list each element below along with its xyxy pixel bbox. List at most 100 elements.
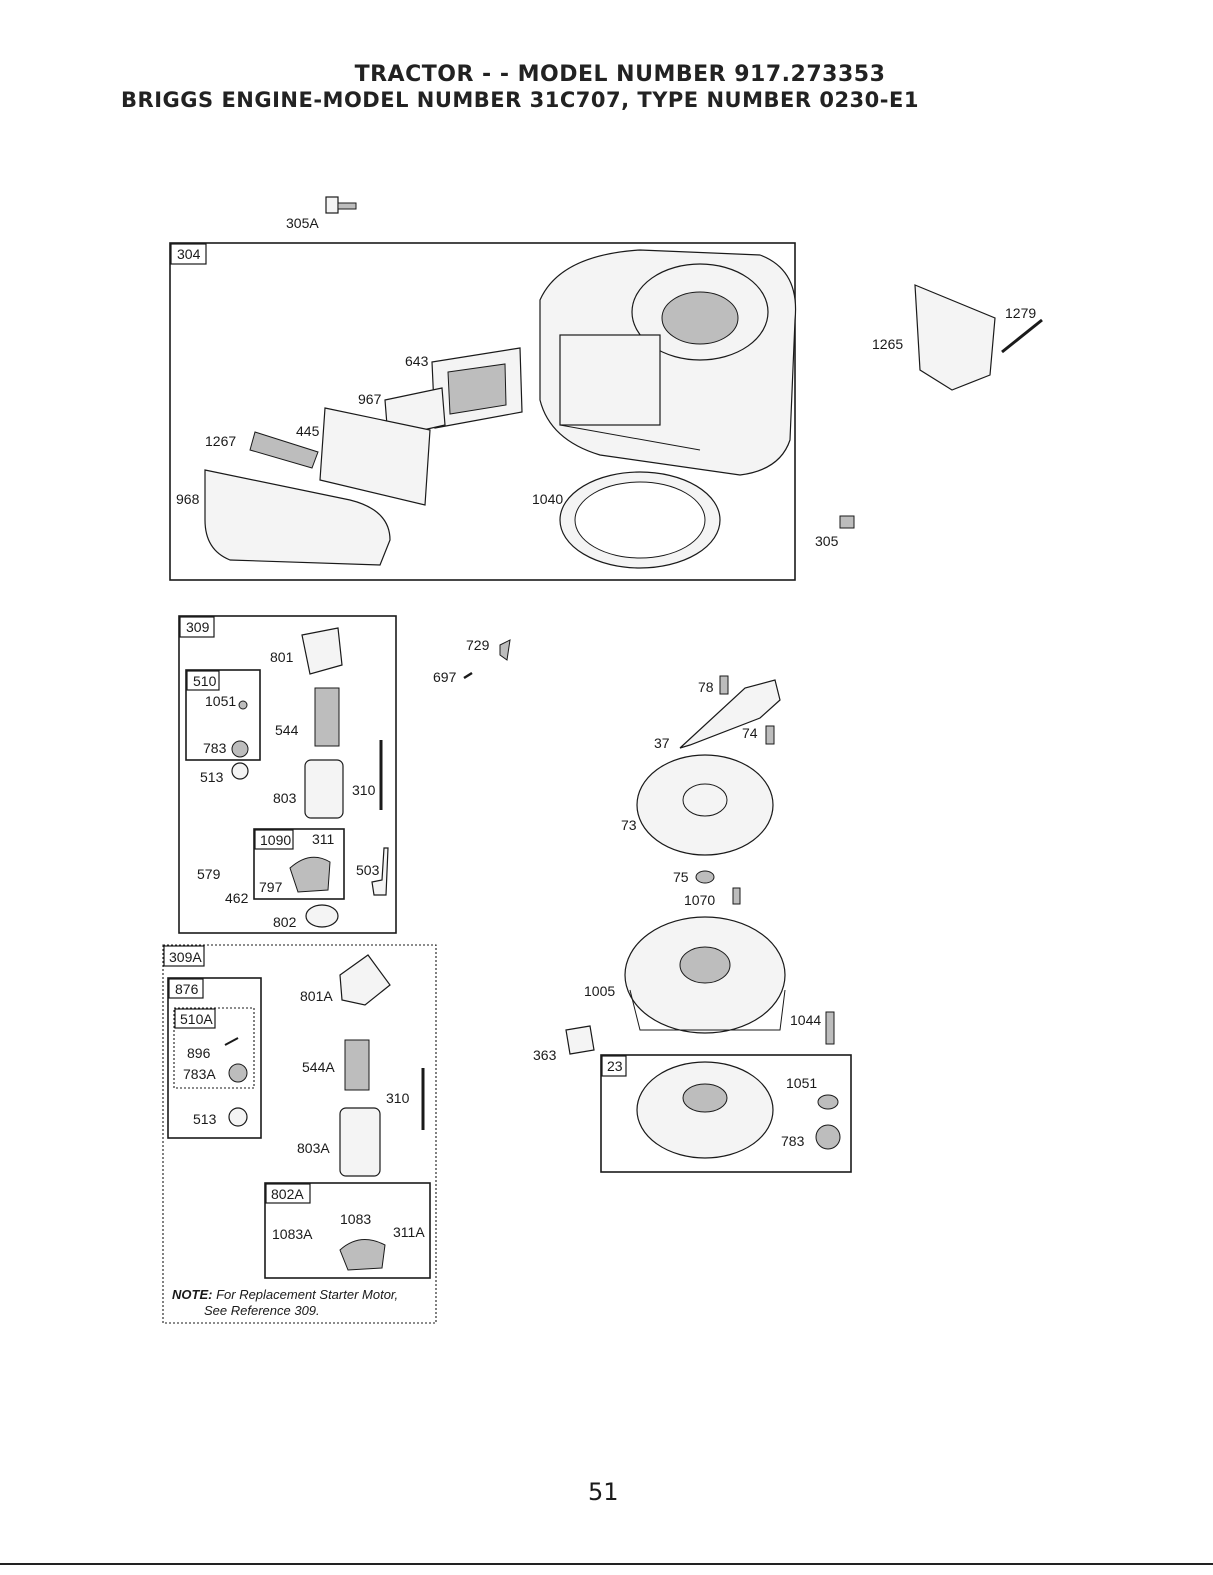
group-box-510a (173, 1007, 255, 1089)
group-label-309: 309 (186, 619, 210, 635)
part-label-75: 75 (673, 869, 689, 885)
bolt-1044-drawing (825, 1011, 835, 1045)
group-box-304 (169, 242, 796, 581)
bolt-1279-drawing (1001, 318, 1043, 354)
group-tag-1090 (254, 829, 294, 850)
group-label-876: 876 (175, 981, 199, 997)
flywheel-ring-gear-drawing (636, 1061, 774, 1159)
part-label-1005: 1005 (584, 983, 615, 999)
part-label-305: 305 (815, 533, 839, 549)
part-label-801: 801 (270, 649, 294, 665)
part-label-579: 579 (197, 866, 221, 882)
part-label-311: 311 (312, 831, 335, 847)
key-729-drawing (499, 639, 511, 661)
part-label-1051-b: 1051 (786, 1075, 817, 1091)
end-cap-801-drawing (301, 627, 343, 675)
part-label-783a: 783A (183, 1066, 216, 1082)
part-label-363: 363 (533, 1047, 557, 1063)
part-label-1051-a: 1051 (205, 693, 236, 709)
end-plate-802-drawing (305, 904, 339, 928)
part-label-697: 697 (433, 669, 457, 685)
note-line2: See Reference 309. (204, 1303, 320, 1318)
part-label-1044: 1044 (790, 1012, 821, 1028)
bracket-363-drawing (565, 1025, 595, 1055)
grille-445-drawing (319, 407, 431, 506)
part-label-513-a: 513 (200, 769, 224, 785)
screen-73-drawing (636, 754, 774, 856)
note-line1: For Replacement Starter Motor, (216, 1287, 399, 1302)
part-label-1083: 1083 (340, 1211, 371, 1227)
part-label-802: 802 (273, 914, 297, 930)
group-tag-309 (179, 616, 215, 638)
brush-plate-797-drawing (289, 856, 331, 893)
part-label-643: 643 (405, 353, 429, 369)
group-label-802a: 802A (271, 1186, 304, 1202)
part-label-74: 74 (742, 725, 758, 741)
cover-968-drawing (204, 469, 391, 566)
bolt-305a-drawing (325, 196, 357, 214)
part-label-783-b: 783 (781, 1133, 805, 1149)
note-label: NOTE: (172, 1287, 213, 1302)
bolt-1070-drawing (732, 887, 741, 905)
ring-1051-drawing (238, 700, 248, 710)
part-label-462: 462 (225, 890, 249, 906)
part-label-967: 967 (358, 391, 382, 407)
ring-1051b-drawing (817, 1094, 839, 1110)
bolt-305-drawing (839, 515, 855, 529)
part-label-729: 729 (466, 637, 490, 653)
group-tag-309a (163, 945, 205, 967)
group-box-802a (264, 1182, 431, 1279)
group-label-510: 510 (193, 673, 217, 689)
part-label-37: 37 (654, 735, 670, 751)
part-label-305a: 305A (286, 215, 319, 231)
part-label-1040: 1040 (532, 491, 563, 507)
armature-544-drawing (314, 687, 340, 747)
group-tag-304 (170, 243, 207, 265)
diagram-title: TRACTOR - - MODEL NUMBER 917.273353 (354, 62, 886, 87)
blower-housing-drawing (539, 249, 797, 476)
pinion-513-drawing (231, 762, 249, 780)
key-697-drawing (463, 671, 473, 680)
group-box-510 (185, 669, 261, 761)
bottom-rule (0, 1563, 1213, 1565)
group-box-876 (167, 977, 262, 1139)
part-label-311a: 311A (393, 1224, 425, 1240)
group-tag-802a (265, 1183, 311, 1204)
gear-783b-drawing (815, 1124, 841, 1150)
group-label-309a: 309A (169, 949, 202, 965)
flywheel-1005-drawing (624, 916, 786, 1034)
bracket-1265-drawing (914, 284, 996, 391)
end-cap-801a-drawing (339, 954, 391, 1006)
replacement-note: NOTE: For Replacement Starter Motor, See… (172, 1287, 398, 1319)
part-label-503: 503 (356, 862, 380, 878)
group-tag-876 (168, 978, 204, 999)
part-label-544: 544 (275, 722, 299, 738)
bracket-503-drawing (371, 847, 389, 896)
bolt-78-drawing (719, 675, 729, 695)
armature-544a-drawing (344, 1039, 370, 1091)
part-label-797: 797 (259, 879, 283, 895)
shield-37-drawing (679, 679, 781, 749)
group-box-1090 (253, 828, 345, 900)
part-label-1267: 1267 (205, 433, 236, 449)
panel-643-drawing (431, 347, 523, 429)
seal-ring-1040-drawing (559, 471, 721, 569)
group-label-304: 304 (177, 246, 201, 262)
group-label-1090: 1090 (260, 832, 291, 848)
group-label-510a: 510A (180, 1011, 213, 1027)
part-label-803a: 803A (297, 1140, 330, 1156)
part-label-445: 445 (296, 423, 320, 439)
group-tag-510a (174, 1008, 216, 1029)
part-label-1070: 1070 (684, 892, 715, 908)
part-label-801a: 801A (300, 988, 333, 1004)
part-label-1265: 1265 (872, 336, 903, 352)
part-label-544a: 544A (302, 1059, 335, 1075)
ring-896-drawing (224, 1037, 239, 1046)
part-label-1279: 1279 (1005, 305, 1036, 321)
part-label-896: 896 (187, 1045, 211, 1061)
group-label-23: 23 (607, 1058, 623, 1074)
gear-783a-drawing (228, 1063, 248, 1083)
bolt-74-drawing (765, 725, 775, 745)
part-label-1083a: 1083A (272, 1226, 313, 1242)
